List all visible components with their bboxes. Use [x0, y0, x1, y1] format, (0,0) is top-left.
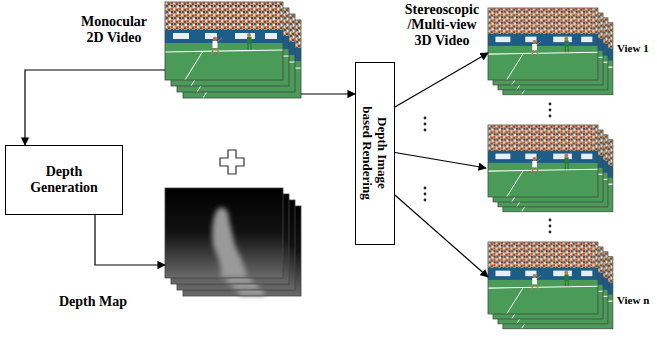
depth-map-stack: Depth Map [165, 188, 301, 296]
arrow-connector [395, 195, 488, 277]
dot [424, 187, 427, 190]
arrow [392, 152, 486, 168]
arrow-connector [95, 215, 165, 265]
video-stack [165, 2, 301, 98]
arrow-connector [301, 93, 355, 94]
stack-label: Monocular 2D Video [71, 14, 157, 46]
stack-label: View n [617, 294, 649, 307]
stack-label: Depth Map [43, 294, 143, 310]
dot [549, 103, 552, 106]
dot [424, 193, 427, 196]
ellipsis-dots [424, 103, 552, 234]
dot [549, 225, 552, 228]
stack-label: View 1 [617, 42, 649, 55]
video-frame [165, 2, 283, 80]
dot [549, 231, 552, 234]
process-box: Depth Generation [5, 145, 123, 215]
view-stack [488, 242, 613, 329]
view-stack [488, 8, 613, 95]
dot [549, 115, 552, 118]
dot [549, 109, 552, 112]
arrow-connector [25, 70, 165, 145]
box-label: Depth Image based Rendering [360, 101, 390, 206]
depth-map-stack [165, 188, 301, 296]
box-label: Depth Generation [14, 164, 114, 196]
plus-symbol [220, 150, 244, 174]
process-box: Depth Image based Rendering [355, 62, 395, 245]
arrow-connector [395, 53, 488, 107]
dot [549, 219, 552, 222]
video-frame [488, 242, 598, 314]
depth-frame [165, 188, 283, 278]
video-frame [488, 125, 598, 197]
dot [424, 129, 427, 132]
dot [424, 123, 427, 126]
output-heading: Stereoscopic /Multi-view 3D Video [398, 2, 486, 48]
view-stack [488, 125, 613, 212]
dot [424, 117, 427, 120]
view-stack: View n [488, 242, 613, 329]
view-stack: View 1 [488, 8, 613, 95]
dot [424, 199, 427, 202]
video-stack: Monocular 2D Video [165, 2, 301, 98]
video-frame [488, 8, 598, 80]
